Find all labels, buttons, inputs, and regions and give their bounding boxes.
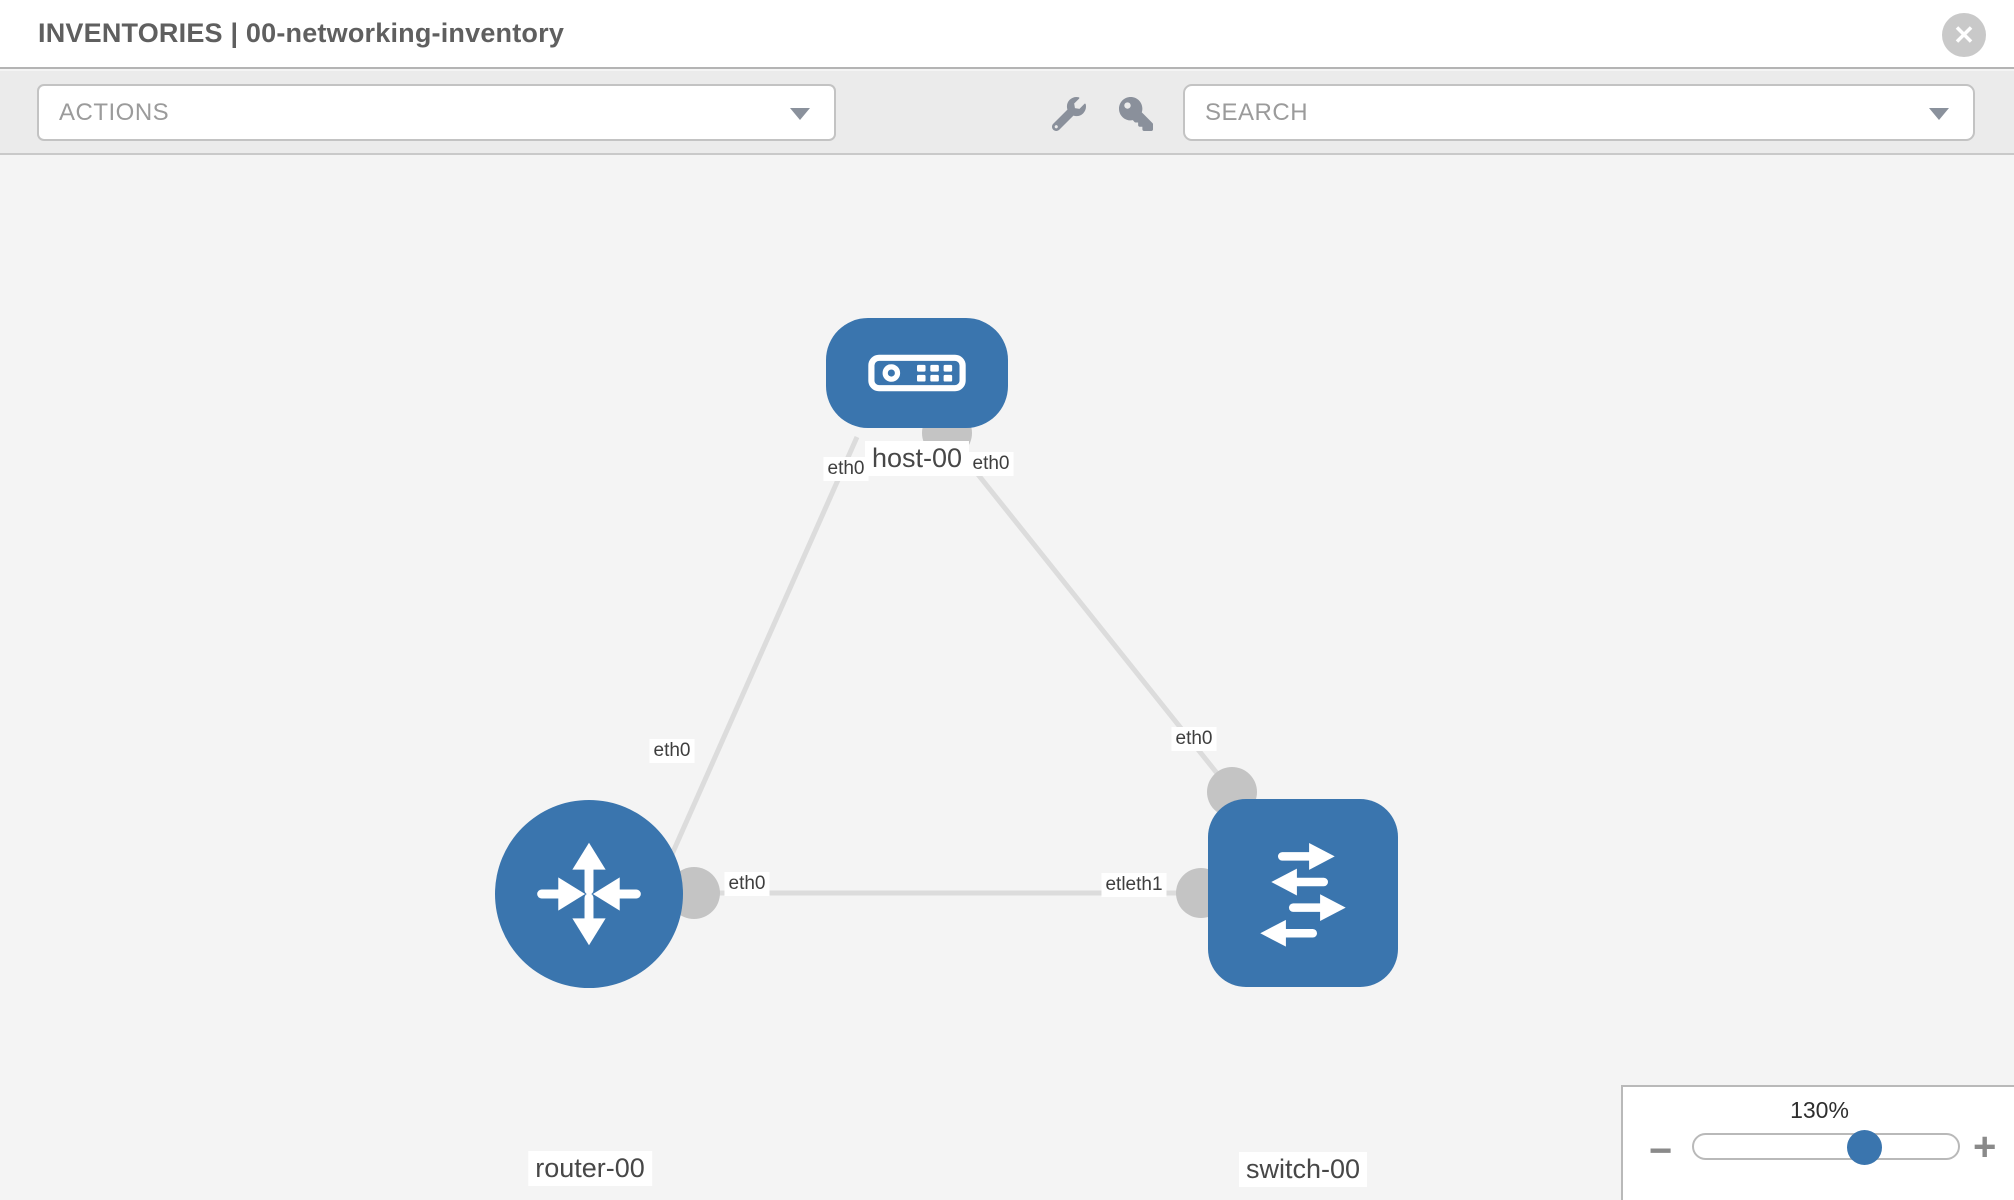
zoom-in-button[interactable]: + [1973, 1125, 1997, 1169]
chevron-down-icon [1929, 107, 1949, 120]
host-icon [868, 354, 966, 392]
credentials-button[interactable] [1119, 97, 1153, 131]
wrench-icon [1051, 97, 1086, 132]
close-icon: ✕ [1953, 20, 1975, 50]
header-bar: INVENTORIES | 00-networking-inventory ✕ [0, 0, 2014, 69]
actions-dropdown[interactable]: ACTIONS [37, 84, 836, 141]
node-label-host: host-00 [864, 441, 970, 476]
iface-label: eth0 [649, 739, 695, 763]
router-icon [537, 842, 641, 946]
actions-dropdown-label: ACTIONS [59, 98, 170, 126]
iface-label: etleth1 [1101, 873, 1167, 897]
node-label-switch: switch-00 [1238, 1152, 1368, 1187]
toolbar: ACTIONS [0, 71, 2014, 155]
node-switch-00[interactable] [1208, 799, 1398, 987]
key-icon [1119, 97, 1153, 131]
page-title: INVENTORIES | 00-networking-inventory [38, 18, 565, 48]
iface-label: eth0 [968, 452, 1014, 476]
node-router-00[interactable] [495, 800, 683, 988]
iface-label: eth0 [724, 872, 770, 896]
search-dropdown[interactable] [1183, 84, 1975, 141]
zoom-control-panel: 130% − + [1621, 1085, 2014, 1200]
node-label-router: router-00 [528, 1151, 652, 1186]
search-input[interactable] [1205, 98, 1905, 127]
zoom-out-button[interactable]: − [1649, 1129, 1673, 1173]
zoom-slider-track[interactable] [1692, 1133, 1960, 1160]
iface-label: eth0 [1171, 727, 1217, 751]
iface-label: eth0 [823, 457, 869, 481]
topology-links [619, 408, 1257, 969]
chevron-down-icon [790, 107, 810, 120]
topology-canvas[interactable]: host-00 router-00 switch-00 eth0 eth0 et… [0, 157, 2014, 1200]
zoom-level-value: 130% [1790, 1097, 1849, 1123]
configure-button[interactable] [1051, 97, 1086, 132]
switch-icon [1260, 842, 1346, 947]
close-button[interactable]: ✕ [1942, 13, 1986, 57]
zoom-slider-thumb[interactable] [1847, 1130, 1882, 1165]
node-host-00[interactable] [826, 318, 1008, 428]
